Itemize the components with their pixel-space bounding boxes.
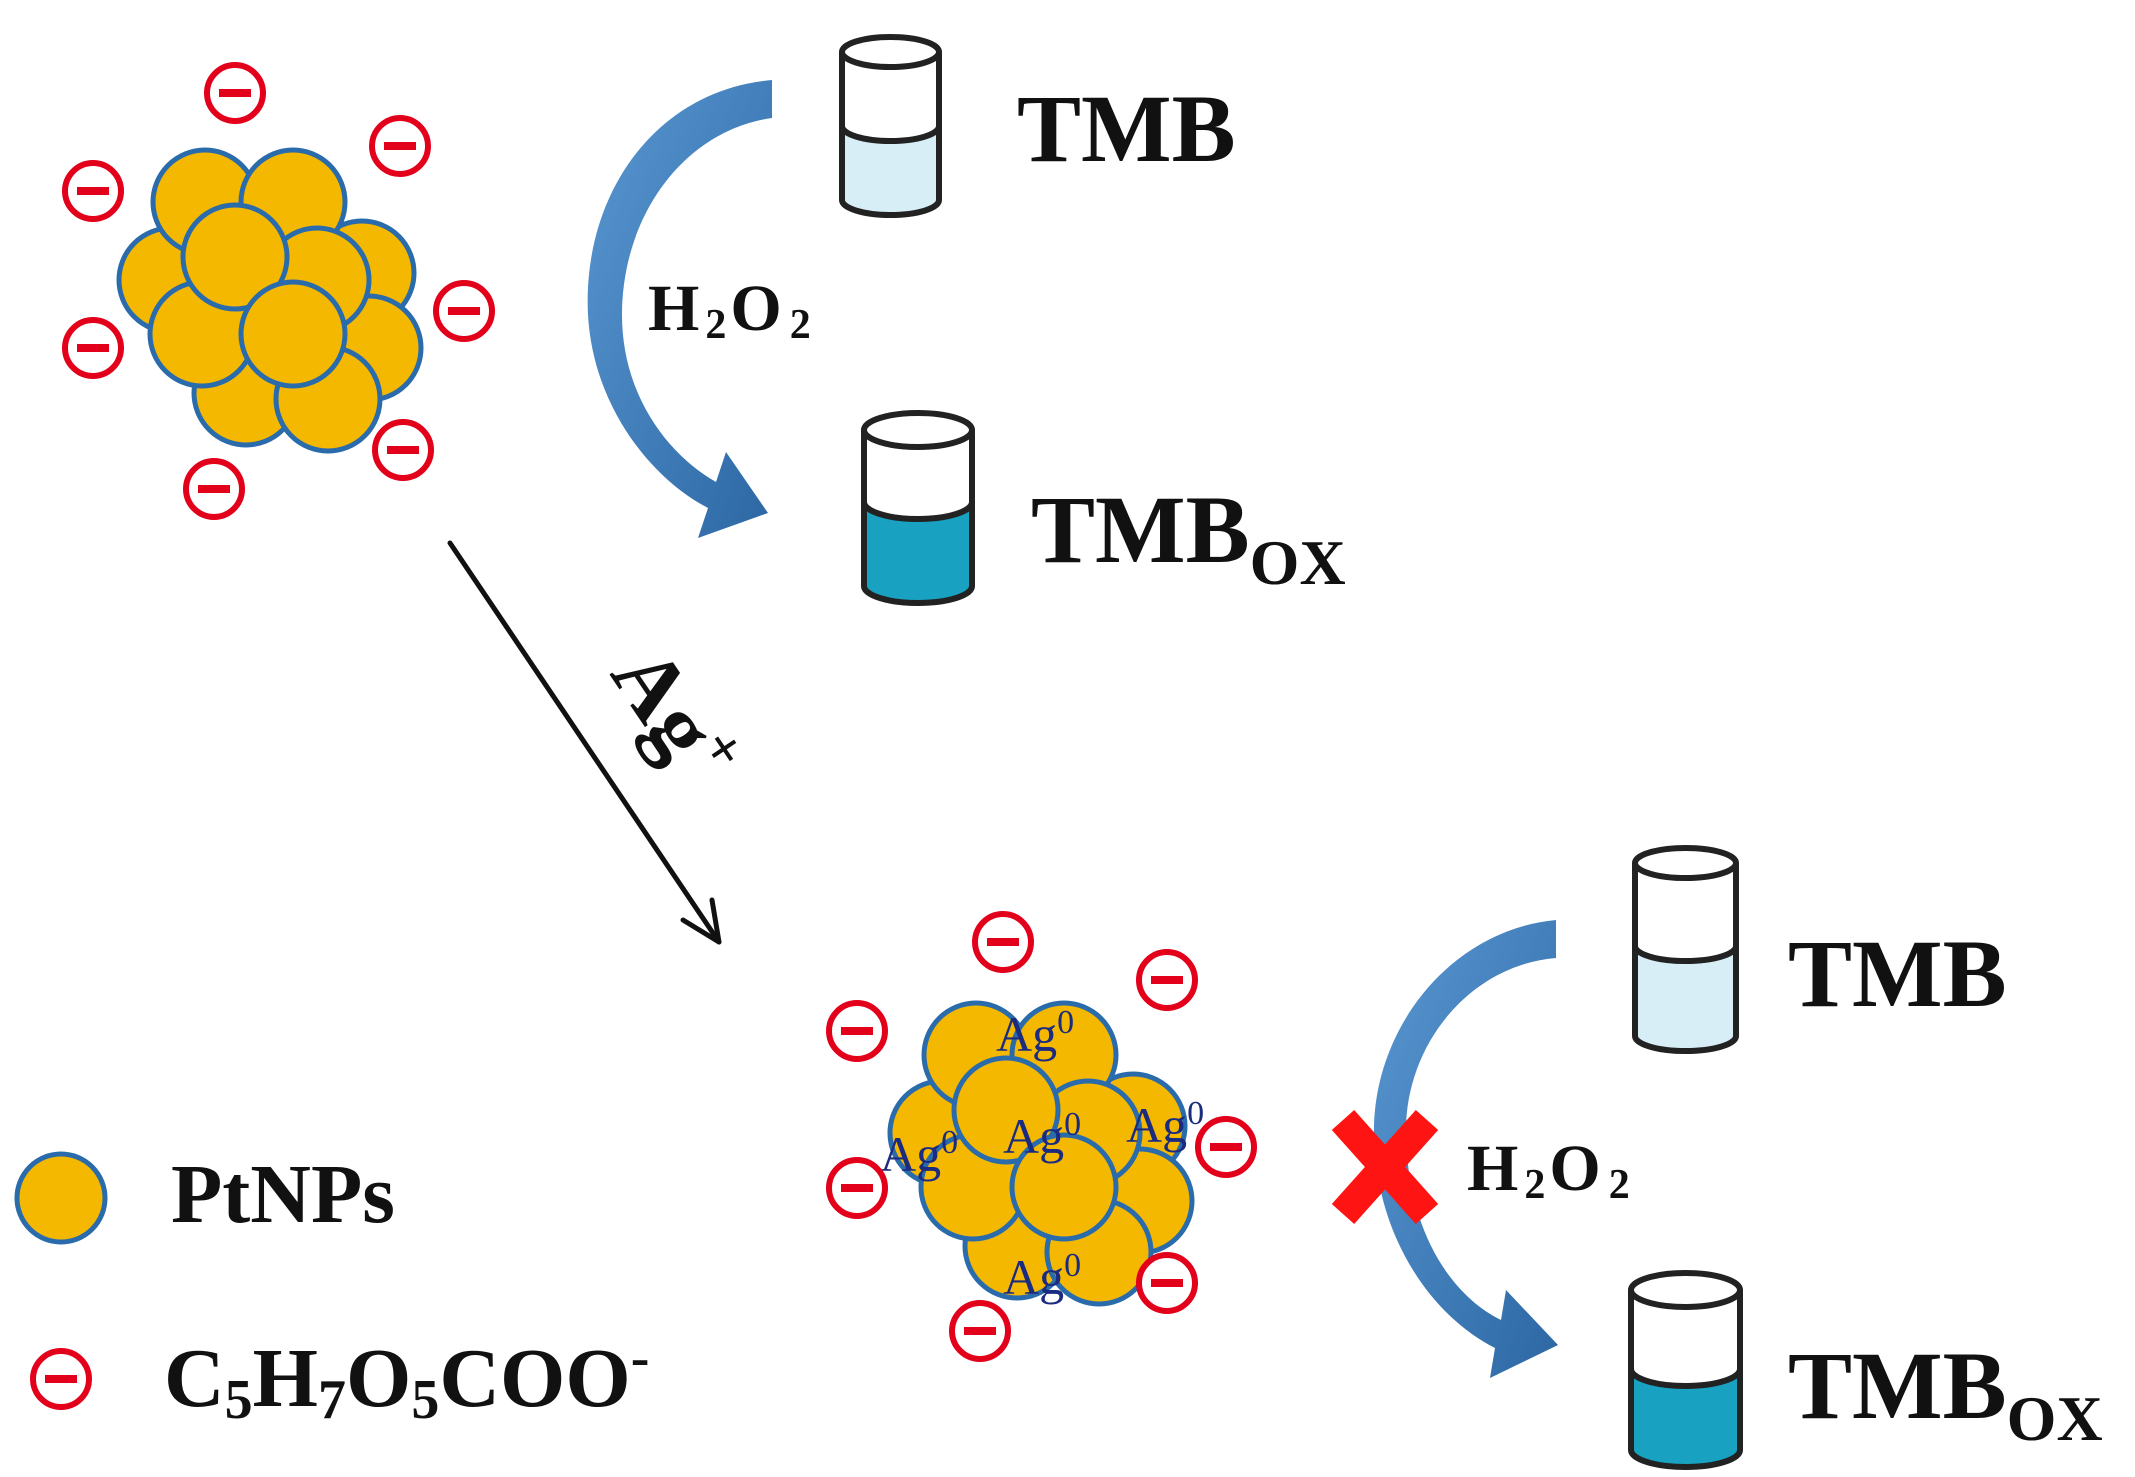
vial-tmbox-bottom [1628,1270,1743,1470]
legend: PtNPs C5H7O5COO- [14,1148,649,1431]
negative-charge-icon [62,317,124,379]
label-tmbox-top: TMBOX [1031,476,1346,598]
negative-charge-icon [1136,1252,1198,1314]
negative-charge-icon [369,115,431,177]
blocked-cross-icon [1331,1110,1439,1224]
label-ag0: Ag0 [1126,1095,1204,1153]
vial-tmb-top [839,34,942,218]
nanoparticle [1009,1132,1119,1242]
ptnp-cluster-top [116,147,424,454]
negative-charge-icon [1195,1116,1257,1178]
vial-tmbox-top [861,410,975,606]
label-ag0: Ag0 [880,1124,958,1182]
label-tmbox-bottom: TMBOX [1788,1332,2103,1454]
label-ag-ion: Ag+ [592,626,760,804]
nanoparticle [238,279,348,389]
legend-label-ptnps: PtNPs [171,1148,395,1241]
nanoparticle [180,202,290,312]
legend-negative-charge-icon [30,1348,92,1410]
negative-charge-icon [204,62,266,124]
ptnp-cluster-bottom [887,1000,1195,1307]
surface-charges-bottom [826,911,1257,1362]
negative-charge-icon [1136,949,1198,1011]
ag0-labels: Ag0 Ag0 Ag0 Ag0 Ag0 [880,1004,1204,1305]
reaction-arrow-bottom [1373,920,1558,1378]
negative-charge-icon [826,1157,888,1219]
label-ag0: Ag0 [1003,1247,1081,1305]
label-tmb-top: TMB [1017,75,1236,182]
ag-addition-arrow [447,540,722,945]
vial-tmb-bottom [1632,845,1739,1054]
negative-charge-icon [972,911,1034,973]
surface-charges-top [62,62,495,520]
legend-nanoparticle-icon [14,1151,108,1245]
label-ag0: Ag0 [1003,1106,1081,1164]
negative-charge-icon [433,280,495,342]
label-tmb-bottom: TMB [1788,920,2007,1027]
nanoparticle [951,1055,1061,1165]
reaction-arrow-top [587,80,772,538]
negative-charge-icon [372,419,434,481]
negative-charge-icon [826,1000,888,1062]
legend-label-formula: C5H7O5COO- [164,1327,649,1431]
negative-charge-icon [62,160,124,222]
negative-charge-icon [949,1300,1011,1362]
label-ag0: Ag0 [996,1004,1074,1062]
negative-charge-icon [183,458,245,520]
